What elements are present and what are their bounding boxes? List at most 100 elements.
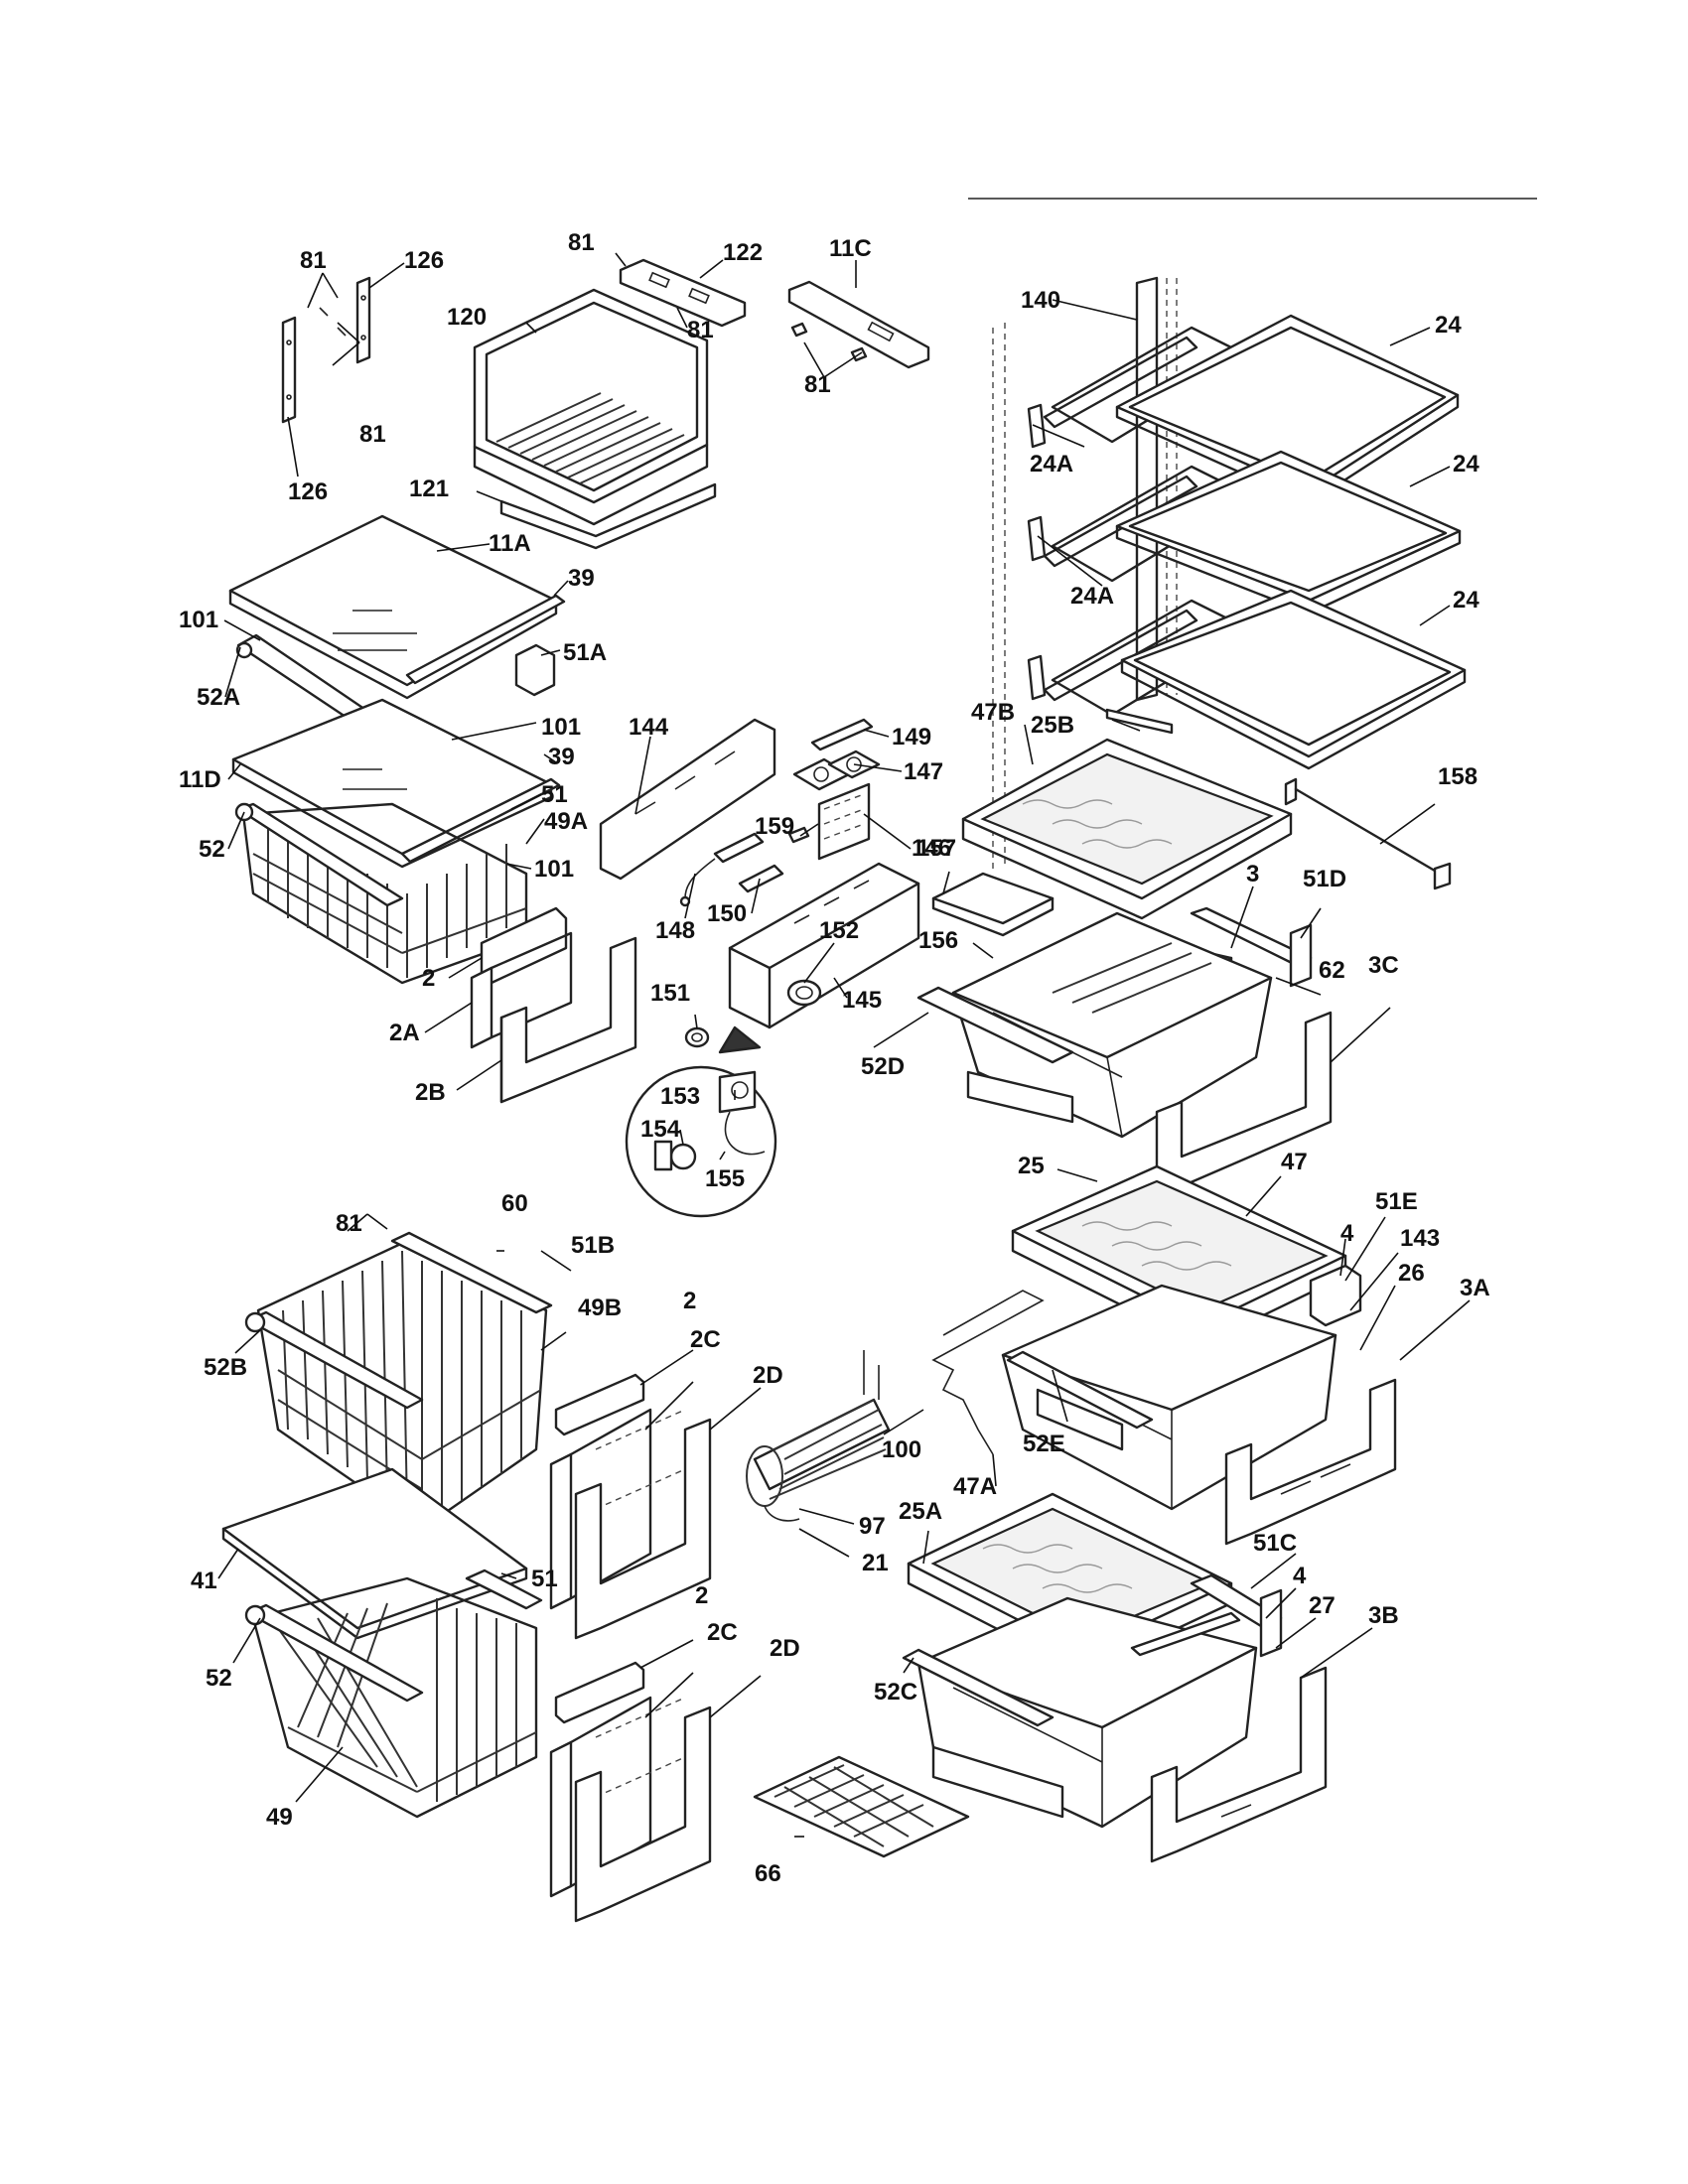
label-126: 126	[404, 247, 444, 274]
label-97: 97	[859, 1513, 886, 1540]
part-3b-drawer	[916, 1596, 1258, 1829]
part-150-cover	[738, 864, 784, 893]
part-2-divider-3	[554, 1661, 645, 1724]
part-148-sensor	[679, 832, 765, 907]
label-145: 145	[842, 987, 882, 1014]
label-3: 3	[1246, 861, 1259, 887]
label-41: 41	[191, 1568, 217, 1594]
part-97-coil	[746, 1350, 891, 1522]
label-140: 140	[1021, 287, 1060, 314]
part-41-cover	[221, 1467, 528, 1640]
label-101: 101	[179, 607, 218, 633]
label-24: 24	[1453, 451, 1479, 478]
label-26: 26	[1398, 1260, 1425, 1287]
label-47a: 47A	[953, 1473, 997, 1500]
label-2c: 2C	[707, 1619, 738, 1646]
part-51d-slide	[1190, 906, 1313, 988]
part-26-drawer	[1001, 1284, 1337, 1511]
part-100-line	[931, 1290, 1045, 1455]
label-51e: 51E	[1375, 1188, 1418, 1215]
part-120-basket	[473, 288, 717, 550]
label-147: 147	[904, 758, 943, 785]
label-25b: 25B	[1031, 712, 1074, 739]
label-155: 155	[705, 1165, 745, 1192]
part-51c-slide	[1190, 1573, 1283, 1658]
part-159-clip	[787, 826, 810, 844]
label-100: 100	[882, 1436, 921, 1463]
label-51: 51	[541, 781, 568, 808]
part-2a-panel	[470, 931, 573, 1049]
label-3c: 3C	[1368, 952, 1399, 979]
label-52e: 52E	[1023, 1431, 1065, 1457]
label-52b: 52B	[204, 1354, 247, 1381]
part-146-panel	[817, 782, 871, 861]
label-24a: 24A	[1070, 583, 1114, 610]
label-156: 156	[918, 927, 958, 954]
part-2-divider-2	[554, 1373, 645, 1436]
label-81: 81	[359, 421, 386, 448]
label-2: 2	[683, 1288, 696, 1314]
label-39: 39	[568, 565, 595, 592]
part-151-grommet	[684, 1026, 710, 1048]
label-4: 4	[1340, 1220, 1354, 1247]
part-2d-bin-2	[574, 1706, 712, 1923]
part-3a-bin	[1224, 1378, 1397, 1546]
label-11c: 11C	[829, 235, 872, 262]
part-157-tray	[931, 872, 1055, 937]
label-2: 2	[422, 965, 435, 992]
label-11a: 11A	[489, 530, 531, 557]
label-52: 52	[206, 1665, 232, 1692]
label-25: 25	[1018, 1153, 1045, 1179]
label-154: 154	[640, 1116, 681, 1143]
label-148: 148	[655, 917, 695, 944]
leader-lines	[217, 252, 1471, 1838]
label-157: 157	[916, 835, 956, 862]
label-143: 143	[1400, 1225, 1440, 1252]
part-2c-panel	[549, 1408, 686, 1610]
part-39-trim-1	[405, 594, 566, 685]
part-51e-slide	[1309, 1264, 1362, 1327]
part-122-bracket	[619, 258, 747, 328]
part-147-fan-plates	[792, 750, 881, 791]
label-21: 21	[862, 1550, 889, 1576]
label-120: 120	[447, 304, 487, 331]
label-49a: 49A	[544, 808, 588, 835]
label-25a: 25A	[899, 1498, 942, 1525]
label-52: 52	[199, 836, 225, 863]
label-121: 121	[409, 476, 449, 502]
label-51d: 51D	[1303, 866, 1346, 892]
part-39-trim-2	[400, 777, 561, 864]
label-2a: 2A	[389, 1020, 420, 1046]
label-49: 49	[266, 1804, 293, 1831]
label-122: 122	[723, 239, 763, 266]
label-51c: 51C	[1253, 1530, 1297, 1557]
label-2b: 2B	[415, 1079, 446, 1106]
label-2d: 2D	[770, 1635, 800, 1662]
part-24-shelf-3	[1027, 589, 1467, 770]
label-81: 81	[300, 247, 327, 274]
label-159: 159	[755, 813, 794, 840]
part-62-drawer	[951, 911, 1273, 1139]
label-126: 126	[288, 478, 328, 505]
part-24-shelf-2	[1027, 450, 1462, 615]
label-52a: 52A	[197, 684, 240, 711]
label-3b: 3B	[1368, 1602, 1399, 1629]
part-3b-bin	[1150, 1666, 1328, 1863]
label-81: 81	[568, 229, 595, 256]
part-2b-bin	[499, 936, 637, 1104]
label-24a: 24A	[1030, 451, 1073, 478]
label-2c: 2C	[690, 1326, 721, 1353]
label-2d: 2D	[753, 1362, 783, 1389]
label-153: 153	[660, 1083, 700, 1110]
part-145-fan-housing	[728, 862, 920, 1029]
label-11d: 11D	[179, 766, 221, 793]
label-51a: 51A	[563, 639, 607, 666]
label-27: 27	[1309, 1592, 1336, 1619]
part-49b-basket	[244, 1231, 553, 1531]
label-66: 66	[755, 1860, 781, 1887]
label-152: 152	[819, 917, 859, 944]
label-49b: 49B	[578, 1295, 622, 1321]
part-140-wall-rail	[992, 276, 1178, 874]
part-158-rod	[1284, 777, 1452, 890]
